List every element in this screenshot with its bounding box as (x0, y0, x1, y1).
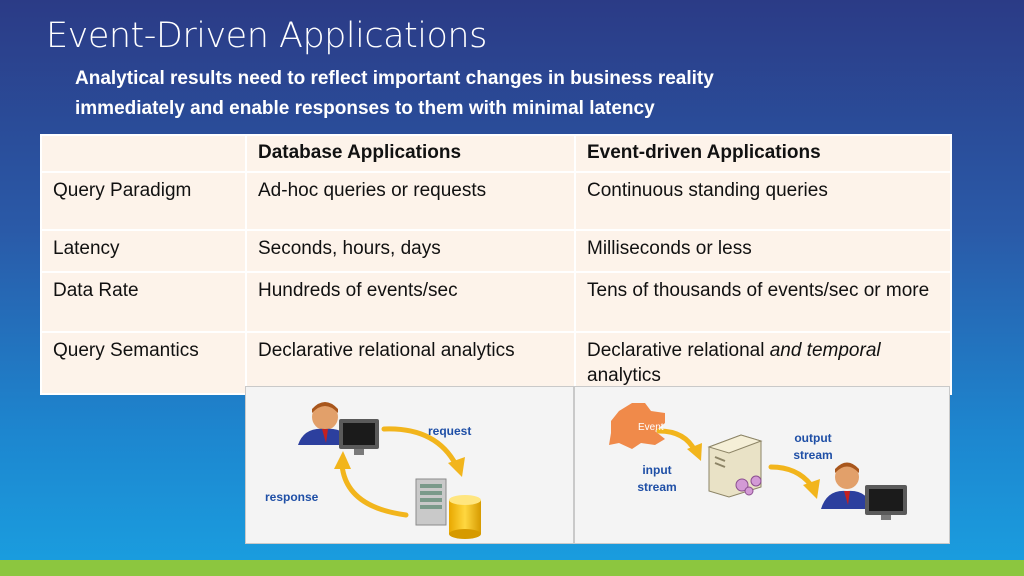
table-row: Latency Seconds, hours, days Millisecond… (40, 229, 952, 273)
database-diagram (298, 402, 481, 539)
subtitle-line-1: Analytical results need to reflect impor… (75, 68, 714, 89)
footer-accent-bar (0, 560, 1024, 576)
database-cell: Hundreds of events/sec (245, 271, 576, 333)
response-arrow (339, 462, 409, 518)
response-arrowhead (334, 451, 351, 469)
user-icon (821, 462, 873, 509)
header-event-driven-applications: Event-driven Applications (574, 134, 952, 173)
event-gear-icon (609, 403, 665, 449)
database-icon (449, 495, 481, 539)
header-database-applications: Database Applications (245, 134, 576, 173)
slide-subtitle: Analytical results need to reflect impor… (75, 64, 935, 124)
computer-icon (865, 485, 907, 520)
header-empty (40, 134, 247, 173)
table-row: Data Rate Hundreds of events/sec Tens of… (40, 271, 952, 333)
request-label: request (428, 424, 472, 438)
event-cell-prefix: Declarative relational (587, 340, 770, 361)
comparison-table: Database Applications Event-driven Appli… (40, 134, 952, 395)
event-cell: Continuous standing queries (574, 171, 952, 231)
computer-icon (339, 419, 379, 455)
gears-icon (735, 475, 762, 496)
database-cell: Ad-hoc queries or requests (245, 171, 576, 231)
processing-server-icon (707, 434, 763, 498)
event-diagram (609, 403, 907, 520)
output-stream-arrowhead (803, 479, 820, 499)
table-header-row: Database Applications Event-driven Appli… (40, 134, 952, 173)
row-label: Query Paradigm (40, 171, 247, 231)
row-label: Query Semantics (40, 331, 247, 395)
table-row: Query Paradigm Ad-hoc queries or request… (40, 171, 952, 231)
event-cell: Tens of thousands of events/sec or more (574, 271, 952, 333)
server-icon (415, 478, 447, 526)
user-icon (298, 402, 352, 445)
event-cell-suffix: analytics (587, 365, 661, 386)
input-stream-arrowhead (687, 443, 702, 461)
output-stream-label: output stream (793, 431, 833, 462)
database-diagram-panel: request response (245, 386, 574, 544)
event-diagram-panel: Event input stream output stream (574, 386, 950, 544)
slide-title: Event-Driven Applications (46, 16, 487, 56)
table-row: Query Semantics Declarative relational a… (40, 331, 952, 395)
event-cell: Declarative relational and temporal anal… (574, 331, 952, 395)
response-label: response (265, 490, 319, 504)
event-label: Event (638, 422, 664, 433)
event-cell-emphasis: and temporal (769, 340, 881, 361)
database-cell: Declarative relational analytics (245, 331, 576, 395)
request-arrowhead (448, 457, 465, 477)
request-arrow (381, 426, 459, 468)
row-label: Data Rate (40, 271, 247, 333)
input-stream-label: input stream (637, 463, 677, 494)
subtitle-line-2: immediately and enable responses to them… (75, 98, 655, 119)
output-stream-arrow (768, 464, 814, 488)
row-label: Latency (40, 229, 247, 273)
database-cell: Seconds, hours, days (245, 229, 576, 273)
event-cell: Milliseconds or less (574, 229, 952, 273)
